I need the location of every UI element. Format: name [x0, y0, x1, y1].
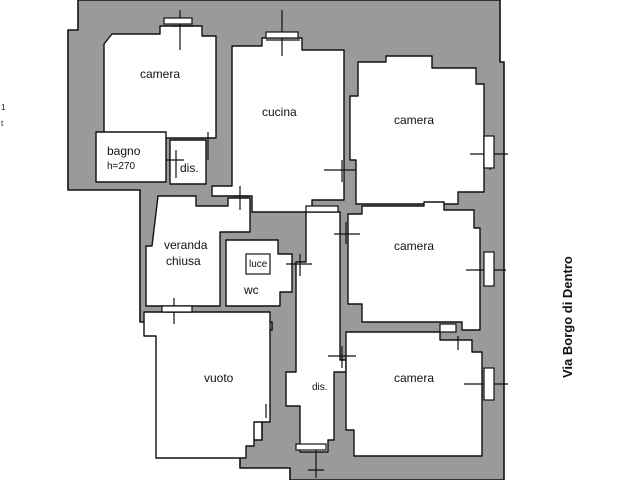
label-camera-right-mid: camera — [394, 239, 434, 253]
label-chiusa: chiusa — [166, 254, 201, 268]
label-luce: luce — [249, 259, 268, 270]
room-veranda — [145, 195, 251, 307]
label-dis-top: dis. — [180, 161, 199, 175]
room-camera-right-top — [349, 55, 485, 205]
label-camera-right-bottom: camera — [394, 371, 434, 385]
edge-mark-2: t — [1, 119, 4, 128]
label-bagno: bagno — [107, 144, 141, 158]
label-veranda: veranda — [164, 238, 208, 252]
luce-box — [245, 253, 271, 275]
label-street: Via Borgo di Dentro — [560, 256, 575, 378]
label-camera-right-top: camera — [394, 113, 434, 127]
room-camera-right-mid — [347, 201, 481, 331]
room-bagno — [95, 131, 167, 183]
room-dis-top — [169, 139, 207, 185]
room-camera-right-bottom — [345, 331, 483, 457]
room-camera-top-left — [103, 25, 217, 139]
room-wc — [225, 239, 293, 307]
windows — [161, 17, 495, 451]
label-vuoto: vuoto — [204, 371, 234, 385]
label-camera-top-left: camera — [140, 67, 180, 81]
room-vuoto — [143, 311, 271, 459]
room-corridor — [285, 211, 347, 453]
room-cucina — [211, 37, 345, 213]
label-dis-corridor: dis. — [312, 382, 328, 393]
label-cucina: cucina — [262, 105, 297, 119]
label-wc: wc — [243, 283, 259, 297]
label-bagno-height: h=270 — [107, 161, 136, 172]
edge-mark-1: 1 — [1, 103, 6, 112]
